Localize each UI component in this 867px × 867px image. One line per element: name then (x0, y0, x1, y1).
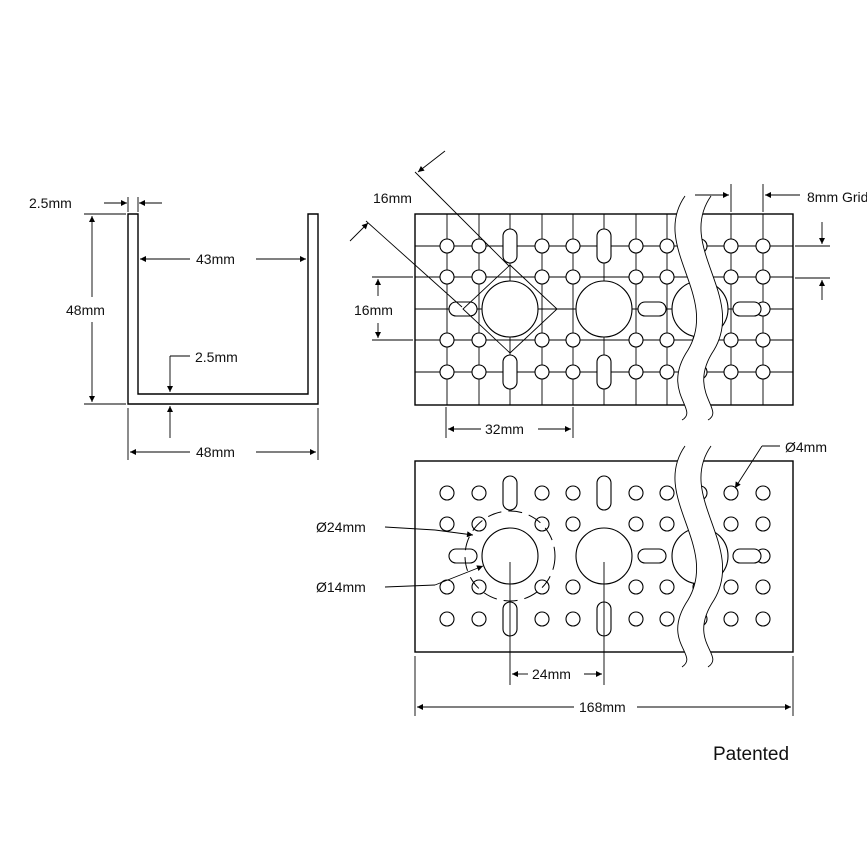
mounting-hole (659, 238, 675, 254)
break-band-bottom (674, 446, 723, 667)
mounting-hole (471, 485, 487, 501)
mounting-hole (723, 269, 739, 285)
mounting-hole (439, 516, 455, 532)
mounting-hole (439, 269, 455, 285)
mounting-hole (659, 579, 675, 595)
flange-thickness-label: 2.5mm (29, 195, 72, 211)
mounting-hole (534, 269, 550, 285)
slot (732, 548, 762, 564)
slot (448, 548, 478, 564)
slot (596, 354, 612, 390)
mounting-hole (534, 611, 550, 627)
mounting-hole (723, 364, 739, 380)
slot (502, 354, 518, 390)
mounting-hole (659, 269, 675, 285)
mounting-hole (723, 332, 739, 348)
mounting-hole (439, 611, 455, 627)
mounting-hole (659, 485, 675, 501)
mounting-hole (565, 579, 581, 595)
mounting-hole (565, 516, 581, 532)
mounting-hole (471, 238, 487, 254)
patent-note: Patented (713, 744, 789, 765)
mounting-hole (439, 364, 455, 380)
mounting-hole (439, 238, 455, 254)
mounting-hole (534, 238, 550, 254)
mounting-hole (439, 332, 455, 348)
mounting-hole (471, 579, 487, 595)
mounting-hole (565, 332, 581, 348)
base-thickness-label: 2.5mm (195, 349, 238, 365)
channel-profile (127, 213, 319, 405)
hole-diameter-label: Ø4mm (785, 439, 827, 455)
top-view: 16mm 16mm 8mm Grid 32mm (349, 150, 867, 438)
slot (502, 228, 518, 264)
mounting-hole (565, 485, 581, 501)
mounting-hole (471, 269, 487, 285)
inner-width-label: 43mm (196, 251, 235, 267)
mounting-hole (755, 238, 771, 254)
mounting-hole (659, 611, 675, 627)
top-view-outline (414, 213, 794, 406)
mounting-hole (755, 485, 771, 501)
mounting-hole (471, 364, 487, 380)
mounting-hole (565, 611, 581, 627)
mounting-hole (565, 364, 581, 380)
bottom-view: Ø4mm Ø24mm Ø14mm 24mm 168mm (316, 439, 827, 716)
slot (637, 301, 667, 317)
spacing-24-label: 24mm (532, 666, 571, 682)
mounting-hole (755, 269, 771, 285)
mounting-hole (534, 332, 550, 348)
mounting-hole (755, 611, 771, 627)
mounting-hole (628, 332, 644, 348)
mounting-hole (628, 516, 644, 532)
vertical-spacing-label: 16mm (354, 302, 393, 318)
mounting-hole (471, 332, 487, 348)
spacing-32-label: 32mm (485, 421, 524, 437)
mounting-hole (723, 238, 739, 254)
slot (596, 228, 612, 264)
mounting-hole (534, 364, 550, 380)
mounting-hole (628, 579, 644, 595)
mounting-hole (565, 269, 581, 285)
mounting-hole (723, 485, 739, 501)
slot (502, 475, 518, 511)
mounting-hole (628, 364, 644, 380)
mounting-hole (755, 332, 771, 348)
center-bore (481, 280, 539, 338)
mounting-hole (755, 364, 771, 380)
mounting-hole (628, 485, 644, 501)
mounting-hole (723, 611, 739, 627)
mounting-hole (755, 579, 771, 595)
length-label: 168mm (579, 699, 626, 715)
mounting-hole (439, 485, 455, 501)
mounting-hole (723, 579, 739, 595)
mounting-hole (659, 516, 675, 532)
bottom-hole-pattern (439, 475, 771, 637)
mounting-hole (659, 332, 675, 348)
diagonal-spacing-label: 16mm (373, 190, 412, 206)
mounting-hole (565, 238, 581, 254)
slot (732, 301, 762, 317)
mounting-hole (534, 516, 550, 532)
mounting-hole (534, 485, 550, 501)
mounting-hole (755, 516, 771, 532)
outer-width-label: 48mm (196, 444, 235, 460)
height-label: 48mm (66, 302, 105, 318)
mounting-hole (628, 269, 644, 285)
mounting-hole (723, 516, 739, 532)
mounting-hole (628, 238, 644, 254)
bolt-circle-label: Ø24mm (316, 519, 366, 535)
break-band (674, 196, 723, 420)
mounting-hole (628, 611, 644, 627)
motor-mount-square (462, 264, 558, 354)
center-bore (575, 280, 633, 338)
grid-label: 8mm Grid (807, 189, 867, 205)
slot (637, 548, 667, 564)
mounting-hole (659, 364, 675, 380)
mounting-hole (471, 611, 487, 627)
end-view: 2.5mm 48mm 43mm 2.5mm 48mm (29, 195, 319, 460)
center-bore-label: Ø14mm (316, 579, 366, 595)
slot (596, 475, 612, 511)
